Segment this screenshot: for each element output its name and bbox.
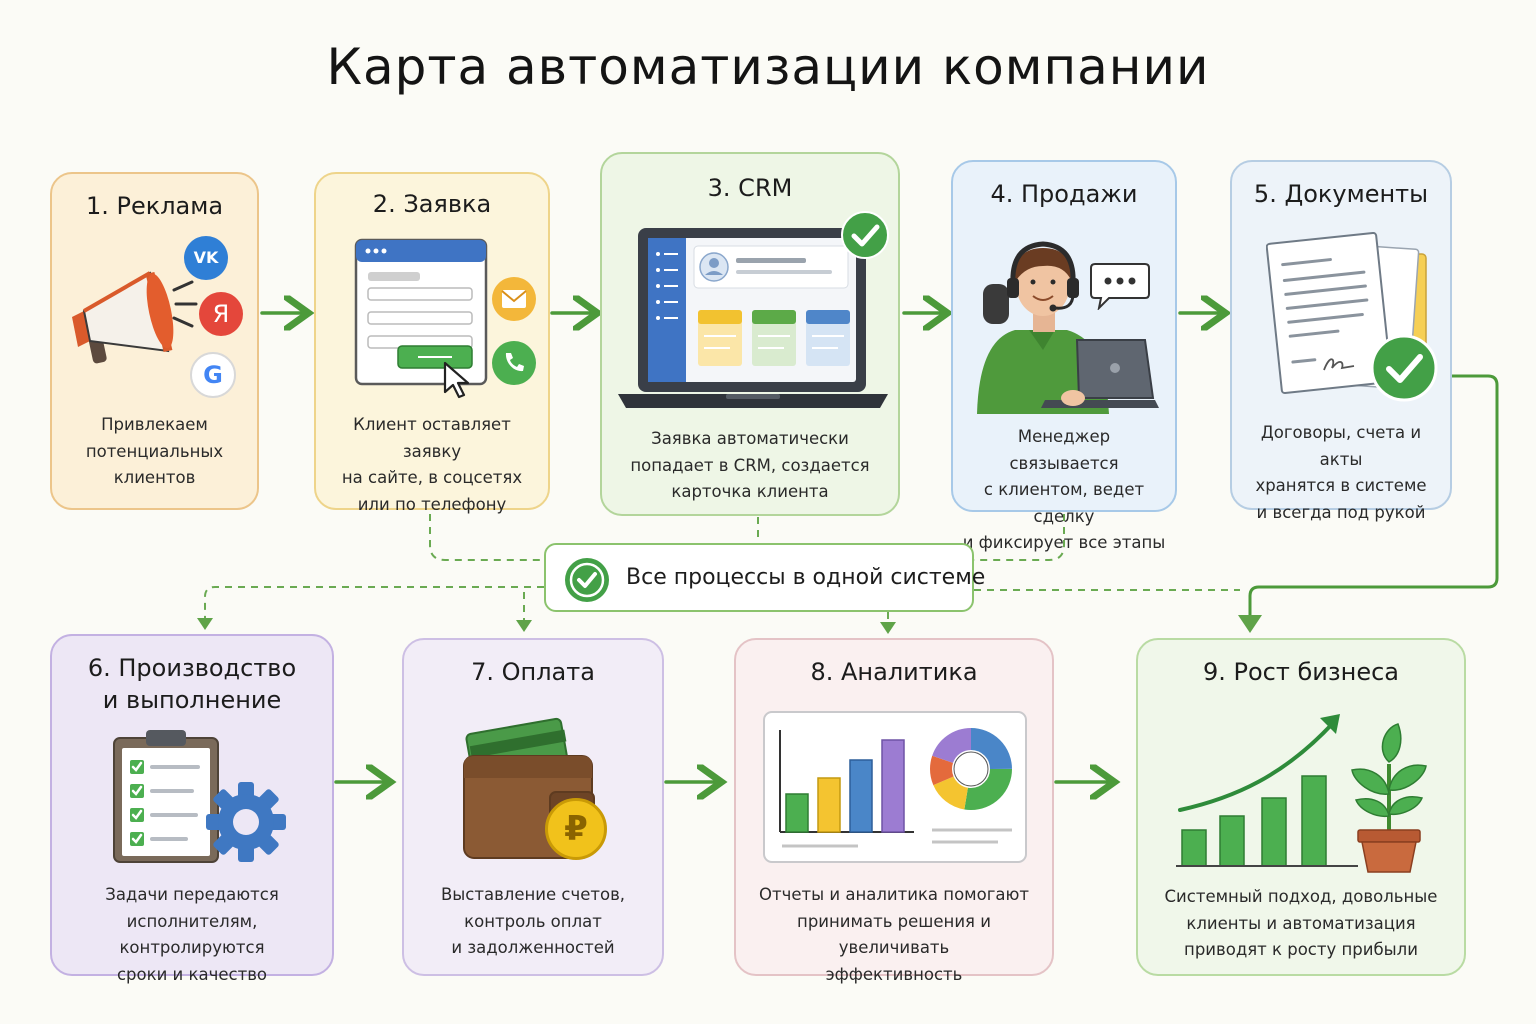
laptop-crm-icon [618, 228, 888, 408]
check-circle-icon [565, 558, 609, 602]
step-card-documents: 5. Документы Договоры, счета и акты хран… [1230, 160, 1452, 522]
step-card-growth: 9. Рост бизнеса Системный подход, доволь… [1136, 638, 1466, 976]
step-desc: Отчеты и аналитика помогают принимать ре… [759, 885, 1029, 984]
step-title: 4. Продажи [990, 180, 1138, 208]
web-form-icon [354, 238, 488, 386]
google-icon: G [190, 352, 236, 398]
donut-chart-icon [930, 728, 1012, 810]
step-card-crm: 3. CRM Заявка автоматически попадает в C… [600, 152, 900, 516]
step-desc: Задачи передаются исполнителям, контроли… [105, 885, 279, 984]
step-title: 7. Оплата [471, 658, 595, 686]
dash-2-center [429, 514, 544, 561]
cursor-icon [443, 361, 470, 399]
step-title: 3. CRM [707, 174, 793, 202]
step-card-payment: 7. Оплата ₽ Выставление счетов, контроль… [402, 638, 664, 976]
ruble-coin-icon: ₽ [545, 798, 607, 860]
center-badge-text: Все процессы в одной системе [626, 565, 986, 590]
step-title: 9. Рост бизнеса [1202, 658, 1399, 686]
step-desc: Системный подход, довольные клиенты и ав… [1164, 887, 1438, 959]
sound-lines-icon [172, 280, 198, 328]
step-title: 8. Аналитика [810, 658, 978, 686]
check-circle-icon [1370, 334, 1438, 402]
center-badge: Все процессы в одной системе [544, 543, 985, 612]
check-circle-icon [841, 211, 889, 259]
gear-icon [206, 782, 286, 862]
growth-chart-icon [1176, 714, 1358, 867]
step-desc: Привлекаем потенциальных клиентов [85, 415, 224, 487]
step-card-request: 2. Заявка Клиент оставляет заявку на сай… [314, 172, 550, 514]
step-title: 6. Производство и выполнение [87, 654, 297, 714]
megaphone-icon [72, 271, 174, 364]
chat-bubble-icon [1090, 263, 1150, 310]
step-desc: Договоры, счета и акты хранятся в систем… [1255, 423, 1427, 522]
step-title: 1. Реклама [85, 192, 224, 220]
step-card-production: 6. Производство и выполнение Задачи пере… [50, 634, 334, 984]
step-desc: Клиент оставляет заявку на сайте, в соцс… [341, 415, 523, 514]
step-desc: Заявка автоматически попадает в CRM, соз… [630, 429, 870, 501]
yandex-icon: Я [199, 292, 243, 336]
manager-headset-icon [977, 241, 1159, 414]
step-desc: Менеджер связывается с клиентом, ведет с… [962, 427, 1166, 552]
clipboard-checklist-icon [113, 730, 219, 863]
page-title: Карта автоматизации компании [326, 38, 1210, 96]
step-title: 2. Заявка [372, 190, 492, 218]
plant-icon [1351, 723, 1427, 873]
step-desc: Выставление счетов, контроль оплат и зад… [440, 885, 626, 957]
vk-icon: VK [184, 236, 228, 280]
email-icon [492, 277, 536, 321]
dash-center-6 [197, 586, 544, 630]
step-title: 5. Документы [1253, 180, 1429, 208]
step-card-sales: 4. Продажи Менеджер связывается с клиент… [951, 160, 1177, 552]
phone-icon [492, 341, 536, 385]
step-card-analytics: 8. Аналитика Отчеты и аналитика помогают… [734, 638, 1054, 984]
step-card-ads: 1. Реклама VK Я G Привлекаем потенциальн… [50, 172, 259, 510]
